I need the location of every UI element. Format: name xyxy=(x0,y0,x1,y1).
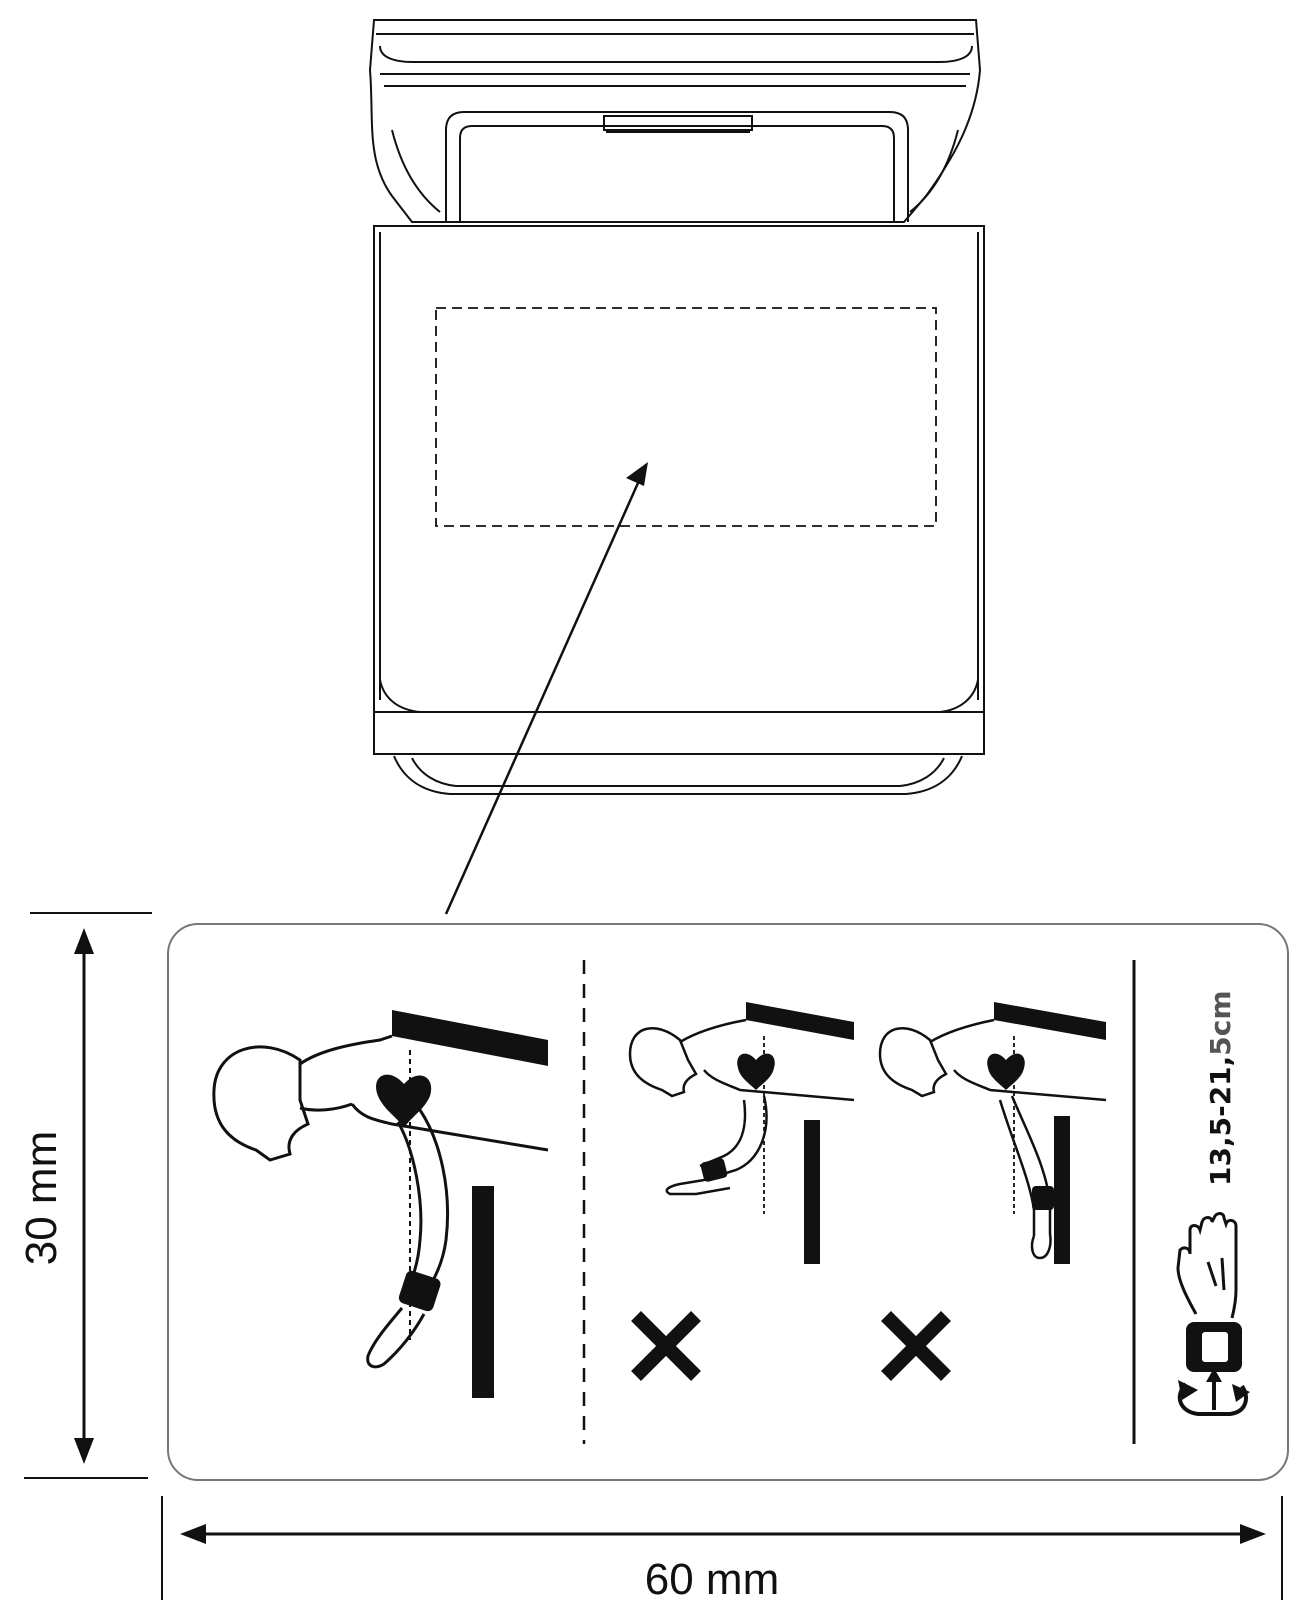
arrow-down-icon xyxy=(74,1438,94,1464)
correct-posture-figure xyxy=(212,1010,549,1398)
wrong-x-icon-1 xyxy=(631,1311,701,1381)
height-dimension-label: 30 mm xyxy=(17,1131,66,1265)
wrong-x-icon-2 xyxy=(881,1311,951,1381)
label-position-outline xyxy=(435,307,937,527)
width-dimension-label: 60 mm xyxy=(645,1555,779,1604)
cuff-range-accent: 5cm xyxy=(1204,990,1237,1055)
label-border xyxy=(167,923,1289,1481)
arrow-up-icon xyxy=(74,928,94,954)
width-dimension: 60 mm xyxy=(161,1496,1283,1604)
wrong-posture-figure-1 xyxy=(628,1002,855,1264)
cuff-range-main: 13,5-21, xyxy=(1204,1056,1237,1186)
wrong-posture-figure-2 xyxy=(878,1002,1107,1264)
arrow-left-icon xyxy=(180,1524,206,1544)
cuff-range-text: 13,5-21,5cm xyxy=(1204,990,1237,1186)
leader-arrow xyxy=(444,462,648,915)
arrow-right-icon xyxy=(1240,1524,1266,1544)
height-dimension: 30 mm xyxy=(17,912,152,1479)
instruction-label: 13,5-21,5cm xyxy=(167,923,1289,1481)
device-drawing xyxy=(368,19,985,795)
wrist-cuff-icon xyxy=(1176,1212,1250,1416)
